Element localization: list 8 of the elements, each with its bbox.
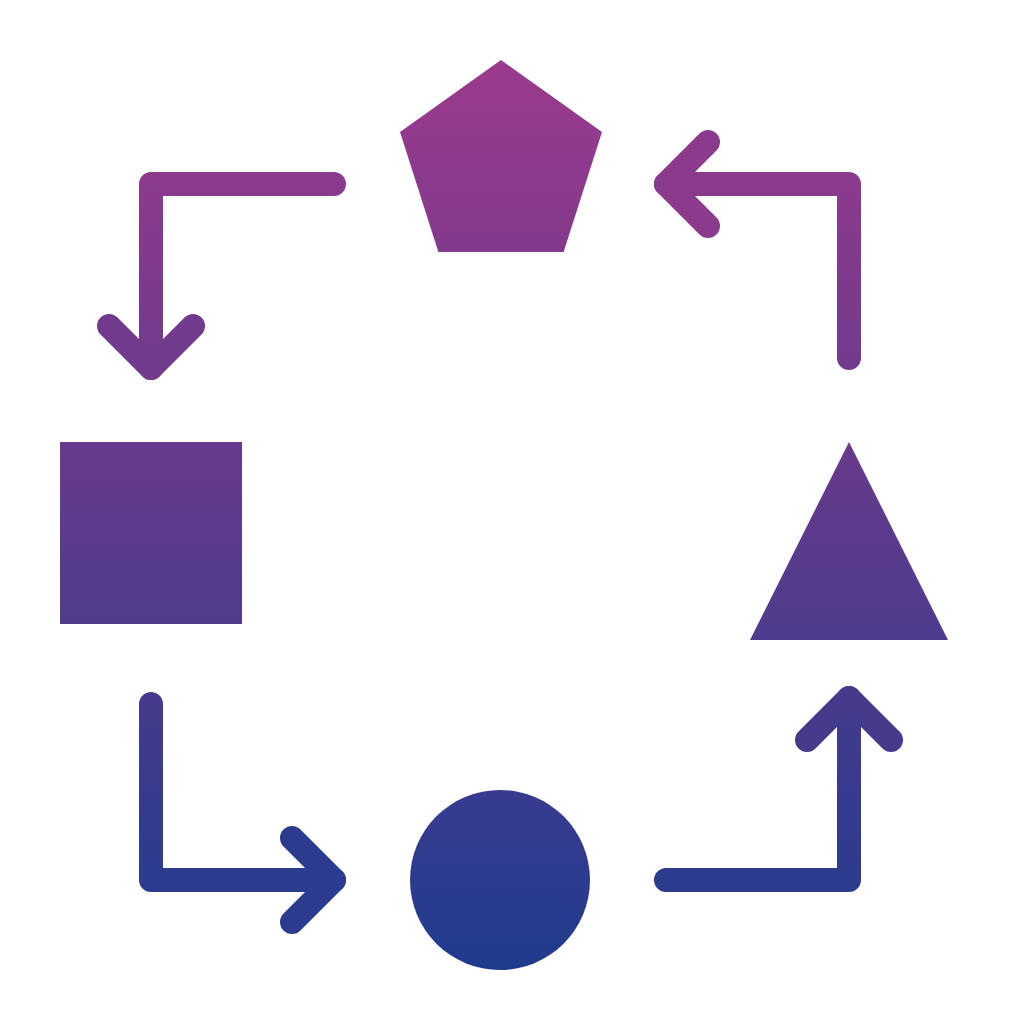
- arrow: [654, 686, 903, 892]
- arrow: [97, 172, 346, 380]
- arrow: [654, 130, 861, 370]
- triangle-node: [750, 442, 948, 640]
- circle-node: [410, 790, 590, 970]
- square-node: [60, 442, 242, 624]
- arrow: [139, 692, 346, 934]
- pentagon-node: [400, 60, 602, 252]
